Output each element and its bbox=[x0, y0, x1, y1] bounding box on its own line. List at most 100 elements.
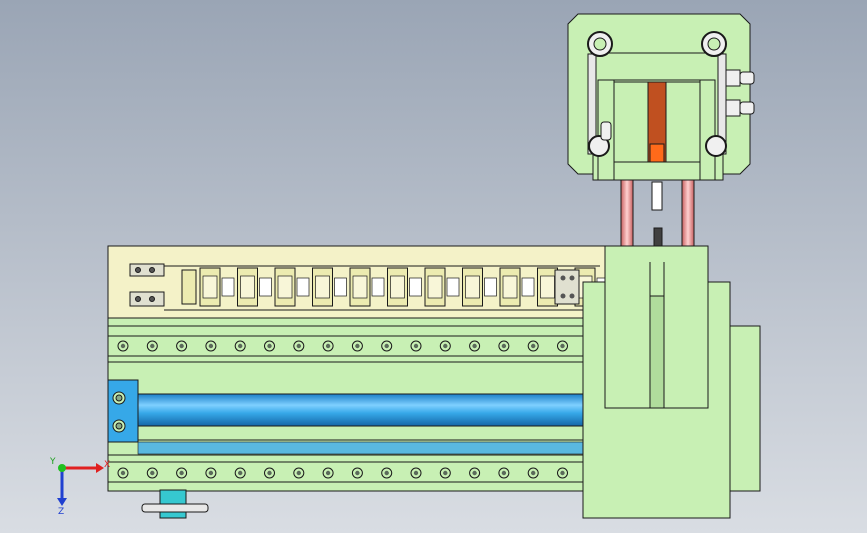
hex-bolt-icon bbox=[501, 470, 507, 476]
chain-link-window bbox=[240, 275, 255, 299]
hex-bolt-icon bbox=[705, 135, 727, 157]
coordinate-triad[interactable]: X Y Z bbox=[49, 457, 110, 517]
hex-bolt-icon bbox=[179, 470, 184, 476]
triad-origin bbox=[58, 464, 66, 472]
hex-bolt-icon bbox=[569, 275, 575, 281]
pneumatic-fitting bbox=[725, 69, 741, 87]
hex-bolt-icon bbox=[149, 267, 155, 273]
hex-bolt-icon bbox=[267, 343, 272, 349]
chain-link-gap bbox=[446, 277, 460, 297]
chain-link-gap bbox=[371, 277, 385, 297]
hex-bolt-icon bbox=[707, 37, 721, 51]
chain-links bbox=[181, 267, 610, 307]
guide-rod-right bbox=[681, 179, 695, 247]
chain-link-window bbox=[315, 275, 330, 299]
hex-bolt-icon bbox=[149, 296, 155, 302]
hex-bolt-icon bbox=[179, 343, 184, 349]
y-axis-label: Y bbox=[49, 457, 56, 467]
x-axis-label: X bbox=[104, 460, 110, 470]
hex-bolt-icon bbox=[560, 275, 566, 281]
hex-bolt-icon bbox=[296, 470, 301, 476]
end-plate bbox=[729, 325, 761, 492]
chain-link-gap bbox=[334, 277, 347, 297]
pneumatic-fitting bbox=[739, 71, 755, 85]
hex-bolt-icon bbox=[531, 343, 536, 349]
chain-link-window bbox=[277, 275, 293, 299]
hex-bolt-icon bbox=[560, 343, 565, 349]
chain-end-bracket bbox=[129, 291, 165, 307]
chain-link-window bbox=[202, 275, 218, 299]
z-axis-label: Z bbox=[58, 507, 64, 517]
hex-bolt-icon bbox=[560, 293, 566, 299]
hex-bolt-icon bbox=[588, 135, 610, 157]
chain-link-gap bbox=[409, 277, 422, 297]
hex-bolt-icon bbox=[238, 343, 243, 349]
hex-bolt-icon bbox=[115, 422, 123, 430]
guide-rods bbox=[620, 179, 695, 247]
chain-rail bbox=[107, 317, 589, 327]
chain-link-gap bbox=[259, 277, 272, 297]
cylinder-end-cap bbox=[107, 379, 139, 443]
top-bolt-row bbox=[117, 340, 749, 352]
hex-bolt-icon bbox=[208, 470, 214, 476]
z-axis-head bbox=[57, 498, 67, 506]
chain-link-gap bbox=[484, 277, 497, 297]
hex-bolt-icon bbox=[355, 343, 360, 349]
hex-bolt-icon bbox=[443, 470, 448, 476]
hex-bolt-icon bbox=[384, 470, 389, 476]
hex-bolt-icon bbox=[384, 343, 389, 349]
lower-cylinder-strip bbox=[137, 441, 589, 455]
chain-link-window bbox=[502, 275, 518, 299]
hex-bolt-icon bbox=[593, 37, 607, 51]
hex-bolt-icon bbox=[472, 343, 477, 349]
chain-end-bracket bbox=[554, 269, 580, 305]
jaw-insert bbox=[649, 143, 665, 163]
hex-bolt-icon bbox=[325, 470, 331, 476]
hex-bolt-icon bbox=[355, 470, 360, 476]
x-axis-head bbox=[96, 463, 104, 473]
hex-bolt-icon bbox=[325, 343, 331, 349]
chain-link-window bbox=[427, 275, 443, 299]
guide-rod-left bbox=[620, 179, 634, 247]
chain-end-bracket bbox=[129, 263, 165, 277]
hex-bolt-icon bbox=[501, 343, 507, 349]
hex-bolt-icon bbox=[413, 343, 419, 349]
pin bbox=[653, 227, 663, 247]
hex-bolt-icon bbox=[413, 470, 419, 476]
cable-drag-chain-icon bbox=[129, 263, 600, 311]
slider-groove bbox=[649, 295, 665, 409]
hex-bolt-icon bbox=[531, 470, 536, 476]
pneumatic-fitting bbox=[725, 99, 741, 117]
chain-link bbox=[181, 269, 197, 305]
hex-bolt-icon bbox=[120, 470, 126, 476]
hex-bolt-icon bbox=[472, 470, 477, 476]
hex-bolt-icon bbox=[135, 296, 141, 302]
hex-bolt-icon bbox=[208, 343, 214, 349]
hex-bolt-icon bbox=[120, 343, 126, 349]
chain-link-window bbox=[352, 275, 368, 299]
chain-link-gap bbox=[296, 277, 310, 297]
carriage[interactable] bbox=[582, 227, 761, 519]
hex-bolt-icon bbox=[150, 470, 155, 476]
chain-link-gap bbox=[521, 277, 535, 297]
pneumatic-fitting bbox=[739, 101, 755, 115]
gripper-assembly[interactable] bbox=[567, 13, 755, 181]
hex-bolt-icon bbox=[150, 343, 155, 349]
chain-link-gap bbox=[221, 277, 235, 297]
hex-bolt-icon bbox=[267, 470, 272, 476]
hex-bolt-icon bbox=[569, 293, 575, 299]
sensor-rod bbox=[141, 503, 209, 513]
chain-link-window bbox=[465, 275, 480, 299]
chain-link-window bbox=[540, 275, 555, 299]
center-rod bbox=[651, 181, 663, 211]
hex-bolt-icon bbox=[115, 394, 123, 402]
hex-bolt-icon bbox=[296, 343, 301, 349]
hex-bolt-icon bbox=[238, 470, 243, 476]
hex-bolt-icon bbox=[560, 470, 565, 476]
fitting bbox=[600, 121, 612, 141]
gripper-base bbox=[613, 161, 701, 181]
chain-link-window bbox=[390, 275, 405, 299]
pneumatic-cylinder-icon bbox=[137, 393, 589, 427]
